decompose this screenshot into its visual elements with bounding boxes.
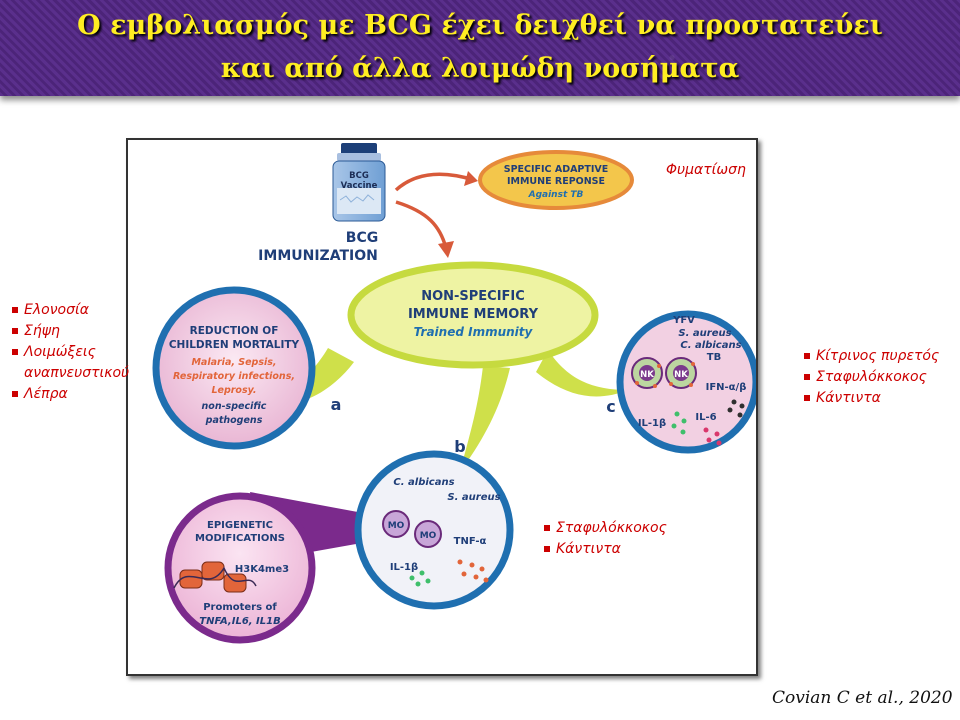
- list-item: Σταφυλόκκοκος: [804, 367, 939, 388]
- slide-title-line1: Ο εμβολιασμός με BCG έχει δειχθεί να προ…: [77, 10, 883, 41]
- connector-c: [536, 350, 628, 397]
- svg-text:C. albicans: C. albicans: [680, 340, 741, 351]
- title-banner: Ο εμβολιασμός με BCG έχει δειχθεί να προ…: [0, 0, 960, 96]
- svg-text:IMMUNE REPONSE: IMMUNE REPONSE: [507, 176, 605, 187]
- svg-text:Promoters of: Promoters of: [203, 602, 277, 613]
- list-item: Κίτρινος πυρετός: [804, 346, 939, 367]
- svg-text:EPIGENETIC: EPIGENETIC: [207, 520, 273, 531]
- svg-text:TNF-α: TNF-α: [454, 536, 487, 547]
- tb-annotation: Φυματίωση: [666, 162, 746, 178]
- immunization-label: IMMUNIZATION: [258, 248, 378, 264]
- svg-text:Against TB: Against TB: [528, 190, 584, 200]
- monocyte-cell-icon: [382, 510, 442, 548]
- nk-cell-icon: [631, 357, 697, 389]
- list-item: Λοιμώξεις: [12, 342, 129, 363]
- figure-frame: BCG Vaccine BCG IMMUNIZATION SPECIFIC AD…: [126, 138, 758, 676]
- svg-text:S. aureus: S. aureus: [447, 492, 500, 503]
- citation: Covian C et al., 2020: [772, 688, 953, 708]
- nucleosome-icon: [173, 561, 257, 593]
- panel-b-letter: b: [454, 437, 465, 456]
- svg-text:Trained Immunity: Trained Immunity: [414, 325, 534, 339]
- left-disease-list: Ελονοσία Σήψη Λοιμώξεις αναπνευστικού Λέ…: [12, 300, 129, 405]
- svg-text:MO: MO: [388, 521, 405, 531]
- list-item: Κάντιντα: [804, 388, 939, 409]
- svg-text:YFV: YFV: [672, 315, 695, 326]
- svg-text:BCG: BCG: [349, 171, 369, 181]
- list-item: Ελονοσία: [12, 300, 129, 321]
- list-item: Λέπρα: [12, 384, 129, 405]
- list-item-continuation: αναπνευστικού: [24, 365, 130, 381]
- trained-immunity-ellipse: [347, 261, 599, 369]
- epigenetic-circle: [164, 492, 316, 644]
- svg-text:TB: TB: [707, 352, 721, 363]
- svg-text:IL-1β: IL-1β: [390, 562, 418, 573]
- svg-text:IMMUNE MEMORY: IMMUNE MEMORY: [408, 307, 539, 322]
- svg-text:S. aureus: S. aureus: [678, 328, 731, 339]
- svg-text:non-specific: non-specific: [202, 401, 267, 412]
- svg-text:IL-6: IL-6: [695, 412, 716, 423]
- list-item: Σήψη: [12, 321, 129, 342]
- panel-a-circle: [152, 286, 316, 450]
- bottom-disease-list: Σταφυλόκκοκος Κάντιντα: [544, 518, 667, 560]
- svg-text:NON-SPECIFIC: NON-SPECIFIC: [421, 289, 525, 304]
- bcg-vaccine-vial-icon: [332, 143, 386, 222]
- panel-c-letter: c: [606, 397, 615, 416]
- panel-a-letter: a: [331, 395, 342, 414]
- bcg-diagram: BCG Vaccine BCG IMMUNIZATION SPECIFIC AD…: [152, 143, 756, 644]
- svg-text:Leprosy.: Leprosy.: [211, 385, 256, 396]
- svg-text:TNFA,IL6, IL1B: TNFA,IL6, IL1B: [199, 616, 280, 627]
- svg-text:CHILDREN MORTALITY: CHILDREN MORTALITY: [169, 339, 300, 351]
- svg-text:Vaccine: Vaccine: [341, 181, 378, 191]
- svg-text:Malaria, Sepsis,: Malaria, Sepsis,: [191, 357, 276, 368]
- connector-b: [460, 366, 510, 472]
- list-item: Κάντιντα: [544, 539, 667, 560]
- list-item: Σταφυλόκκοκος: [544, 518, 667, 539]
- svg-text:pathogens: pathogens: [205, 415, 263, 426]
- slide-title-line2: και από άλλα λοιμώδη νοσήματα: [220, 53, 740, 84]
- svg-text:NK: NK: [640, 370, 654, 380]
- arrow-to-adaptive: [394, 172, 475, 192]
- svg-text:NK: NK: [674, 370, 688, 380]
- bcg-label: BCG: [346, 230, 378, 246]
- svg-text:SPECIFIC ADAPTIVE: SPECIFIC ADAPTIVE: [504, 164, 609, 175]
- svg-text:REDUCTION OF: REDUCTION OF: [190, 325, 279, 337]
- svg-text:MODIFICATIONS: MODIFICATIONS: [195, 533, 285, 544]
- arrow-to-memory: [395, 200, 448, 249]
- adaptive-response-ellipse: [478, 150, 634, 210]
- svg-text:Respiratory infections,: Respiratory infections,: [173, 371, 295, 382]
- svg-text:MO: MO: [420, 531, 437, 541]
- svg-text:H3K4me3: H3K4me3: [235, 564, 289, 575]
- svg-text:C. albicans: C. albicans: [393, 477, 454, 488]
- svg-text:IL-1β: IL-1β: [638, 418, 666, 429]
- right-disease-list: Κίτρινος πυρετός Σταφυλόκκοκος Κάντιντα: [804, 346, 939, 409]
- svg-text:IFN-α/β: IFN-α/β: [706, 382, 747, 393]
